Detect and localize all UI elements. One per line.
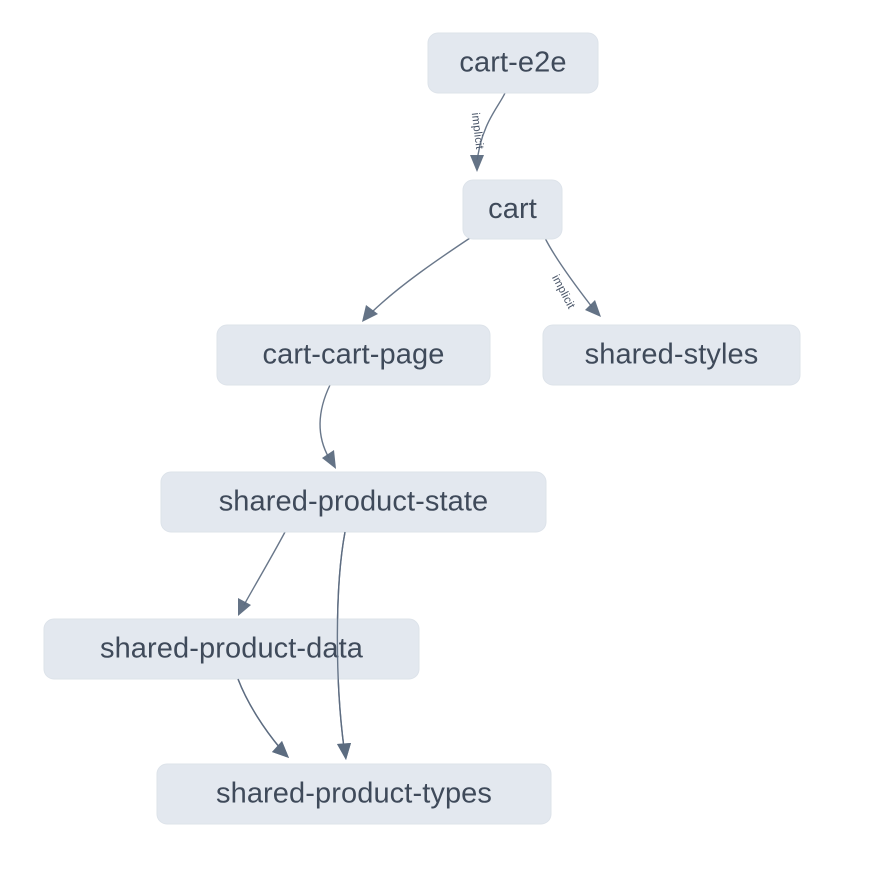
edge-line-overlay [336, 531, 346, 749]
edge-arrowhead-icon [322, 450, 336, 469]
edge-arrowhead-icon [362, 305, 378, 322]
graph-edge-shared-product-state-to-shared-product-data[interactable] [238, 531, 286, 616]
graph-edge-overlay-shared-product-data-to-shared-product-types [237, 678, 289, 758]
graph-node-shared-styles[interactable]: shared-styles [542, 324, 801, 386]
graph-edge-cart-to-cart-cart-page[interactable] [362, 237, 471, 322]
node-box[interactable] [427, 32, 599, 94]
edge-arrowhead-icon [238, 598, 251, 616]
graph-edge-cart-cart-page-to-shared-product-state[interactable] [319, 384, 336, 469]
edge-line [243, 531, 286, 606]
node-box[interactable] [542, 324, 801, 386]
node-box[interactable] [160, 471, 547, 533]
node-label: cart [488, 193, 537, 225]
graph-edge-cart-to-shared-styles[interactable] [544, 237, 601, 317]
edge-arrowhead-icon [585, 300, 601, 317]
nodes-layer: cart-e2e cart cart-cart-page shared-styles s… [43, 32, 801, 825]
graph-node-shared-product-state[interactable]: shared-product-state [160, 471, 547, 533]
node-label: shared-styles [585, 339, 759, 371]
graph-node-cart-e2e[interactable]: cart-e2e [427, 32, 599, 94]
graph-edge-overlay-shared-product-state-to-shared-product-types [336, 531, 351, 760]
graph-node-cart-cart-page[interactable]: cart-cart-page [216, 324, 491, 386]
edge-line [319, 384, 331, 459]
edge-line [476, 92, 506, 161]
edge-arrowhead-icon-overlay [272, 741, 289, 758]
edge-arrowhead-icon [470, 155, 484, 172]
edge-line [371, 237, 471, 313]
node-box[interactable] [156, 763, 552, 825]
graph-node-shared-product-types[interactable]: shared-product-types [156, 763, 552, 825]
graph-node-cart[interactable]: cart [462, 179, 563, 240]
edge-line [544, 237, 593, 308]
graph-edge-cart-e2e-to-cart[interactable] [470, 92, 506, 172]
node-box[interactable] [43, 618, 420, 680]
edge-label-cart-e2e-to-cart: implicit [469, 112, 485, 151]
edge-overlay-layer [237, 531, 351, 760]
node-label: cart-e2e [459, 47, 566, 79]
node-label: cart-cart-page [263, 339, 445, 371]
node-label: shared-product-state [219, 486, 489, 518]
edge-label-cart-to-shared-styles: implicit [549, 273, 577, 312]
edge-arrowhead-icon-overlay [337, 743, 351, 760]
node-box[interactable] [216, 324, 491, 386]
node-box[interactable] [462, 179, 563, 240]
graph-node-shared-product-data[interactable]: shared-product-data [43, 618, 420, 680]
edge-line [237, 678, 281, 749]
node-label: shared-product-data [100, 633, 364, 665]
node-label: shared-product-types [216, 778, 492, 810]
edge-line-overlay [237, 678, 281, 749]
